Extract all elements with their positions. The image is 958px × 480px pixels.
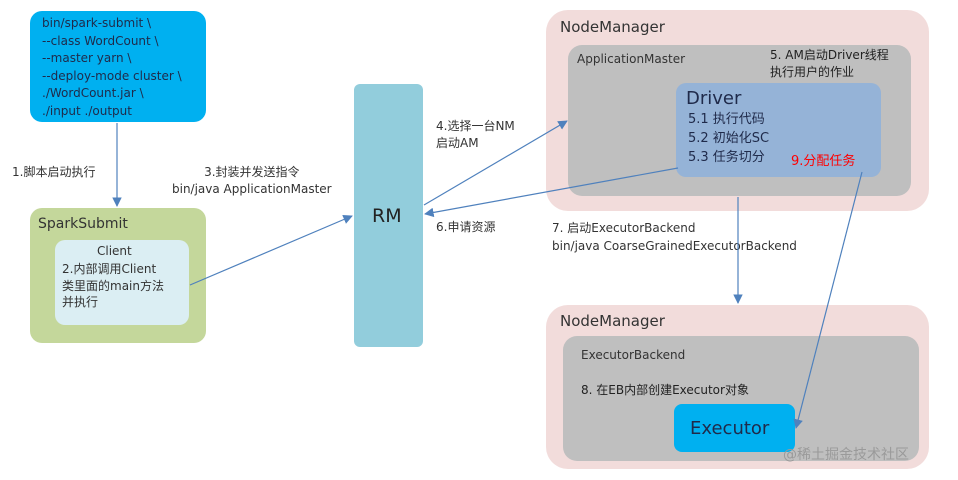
- client-line: 2.内部调用Client: [62, 262, 157, 276]
- executor-backend-note: 8. 在EB内部创建Executor对象: [581, 383, 749, 397]
- driver-title: Driver: [686, 88, 742, 109]
- executor-backend-title: ExecutorBackend: [581, 348, 686, 362]
- am-note-line: 执行用户的作业: [770, 64, 855, 79]
- application-master-title: ApplicationMaster: [577, 52, 686, 66]
- node-manager-1-title: NodeManager: [560, 18, 665, 36]
- driver-step: 5.2 初始化SC: [688, 131, 770, 146]
- client-line: 类里面的main方法: [62, 278, 164, 293]
- step-1-label: 1.脚本启动执行: [12, 165, 96, 179]
- command-line: ./input ./output: [42, 103, 132, 118]
- driver-steps: 5.1 执行代码 5.2 初始化SC 5.3 任务切分: [688, 110, 769, 167]
- resource-manager-label: RM: [372, 205, 402, 227]
- client-title: Client: [97, 244, 132, 258]
- step-4-label: 4.选择一台NM 启动AM: [436, 118, 515, 152]
- step-3-line: bin/java ApplicationMaster: [172, 182, 332, 196]
- client-box: [55, 240, 189, 325]
- node-manager-2-title: NodeManager: [560, 312, 665, 330]
- step-7-line: 7. 启动ExecutorBackend: [552, 221, 696, 235]
- driver-box: [676, 83, 881, 177]
- step-3-label: 3.封装并发送指令 bin/java ApplicationMaster: [172, 164, 332, 198]
- submit-command-box: bin/spark-submit \ --class WordCount \ -…: [30, 11, 206, 122]
- executor-box: [674, 404, 795, 452]
- driver-step: 5.1 执行代码: [688, 112, 765, 127]
- command-line: --class WordCount \: [42, 33, 159, 48]
- arrow-step-3: [189, 214, 353, 286]
- spark-submit-title: SparkSubmit: [38, 216, 128, 232]
- command-line: ./WordCount.jar \: [42, 86, 144, 101]
- command-line: bin/spark-submit \: [42, 16, 152, 30]
- am-note: 5. AM启动Driver线程 执行用户的作业: [770, 47, 889, 80]
- am-note-line: 5. AM启动Driver线程: [770, 48, 889, 62]
- step-4-line: 4.选择一台NM: [436, 119, 515, 133]
- driver-step: 5.3 任务切分: [688, 150, 765, 165]
- step-4-line: 启动AM: [436, 136, 479, 150]
- step-7-label: 7. 启动ExecutorBackend bin/java CoarseGrai…: [552, 219, 797, 255]
- client-description: 2.内部调用Client 类里面的main方法 并执行: [62, 261, 164, 311]
- executor-title: Executor: [690, 418, 770, 439]
- command-line: --deploy-mode cluster \: [42, 68, 182, 83]
- command-line: --master yarn \: [42, 51, 132, 66]
- assign-task-label: 9.分配任务: [791, 154, 856, 169]
- step-7-line: bin/java CoarseGrainedExecutorBackend: [552, 239, 797, 253]
- step-3-line: 3.封装并发送指令: [204, 165, 300, 179]
- step-6-label: 6.申请资源: [436, 220, 496, 234]
- client-line: 并执行: [62, 295, 99, 309]
- resource-manager-box: [354, 84, 423, 347]
- watermark: @稀土掘金技术社区: [783, 447, 909, 463]
